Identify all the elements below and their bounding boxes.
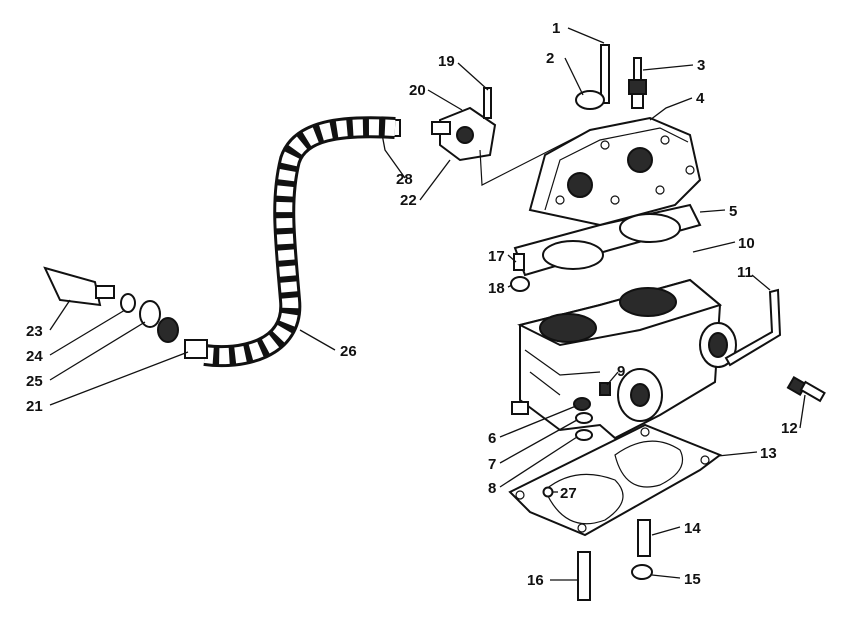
- o-ring-part: [542, 486, 554, 498]
- callout-14: 14: [684, 520, 701, 537]
- bracket-part: [724, 288, 782, 367]
- callout-25: 25: [26, 373, 43, 390]
- stud-16-part: [577, 551, 591, 601]
- knob-plug-part: [43, 266, 115, 307]
- spark-plug-part: [628, 57, 647, 109]
- cylinder-head-part: [528, 116, 702, 227]
- thermostat-housing-part: [431, 106, 497, 162]
- callout-1: 1: [552, 20, 560, 37]
- callout-11: 11: [737, 264, 753, 281]
- callout-20: 20: [409, 82, 426, 99]
- callout-26: 26: [340, 343, 357, 360]
- callout-13: 13: [760, 445, 777, 462]
- callout-28: 28: [396, 171, 413, 188]
- stud-part: [513, 253, 525, 271]
- callout-8: 8: [488, 480, 496, 497]
- base-gasket-part: [508, 423, 723, 537]
- callout-24: 24: [26, 348, 43, 365]
- callout-16: 16: [527, 572, 544, 589]
- bolt-washer-group-part: [573, 382, 611, 441]
- cylinder-block-part: [511, 278, 737, 440]
- screw-19-part: [483, 87, 492, 119]
- callout-10: 10: [738, 235, 755, 252]
- fitting-25-part: [157, 317, 179, 343]
- callout-19: 19: [438, 53, 455, 70]
- washer-plate-part: [575, 90, 605, 110]
- callout-3: 3: [697, 57, 705, 74]
- fitting-part: [786, 375, 826, 403]
- callout-2: 2: [546, 50, 554, 67]
- bolt-part: [600, 44, 610, 104]
- head-gasket-part: [513, 203, 702, 277]
- callout-23: 23: [26, 323, 43, 340]
- stud-14-part: [637, 519, 651, 557]
- callout-5: 5: [729, 203, 737, 220]
- leader-lines: [49, 27, 806, 581]
- callout-18: 18: [488, 280, 505, 297]
- callout-27: 27: [560, 485, 577, 502]
- hose-clamp-21-part: [184, 339, 208, 359]
- callout-7: 7: [488, 456, 496, 473]
- nut-15-part: [631, 564, 653, 580]
- coolant-hose-part: [203, 116, 396, 368]
- washer-24-part: [139, 300, 161, 328]
- callout-15: 15: [684, 571, 701, 588]
- callout-22: 22: [400, 192, 417, 209]
- callout-12: 12: [781, 420, 798, 437]
- nut-part: [510, 276, 530, 292]
- washer-small-part: [120, 293, 136, 313]
- callout-21: 21: [26, 398, 43, 415]
- callout-4: 4: [696, 90, 705, 107]
- callout-17: 17: [488, 248, 505, 265]
- callout-6: 6: [488, 430, 496, 447]
- connector-line: [479, 129, 591, 186]
- callout-9: 9: [617, 363, 625, 380]
